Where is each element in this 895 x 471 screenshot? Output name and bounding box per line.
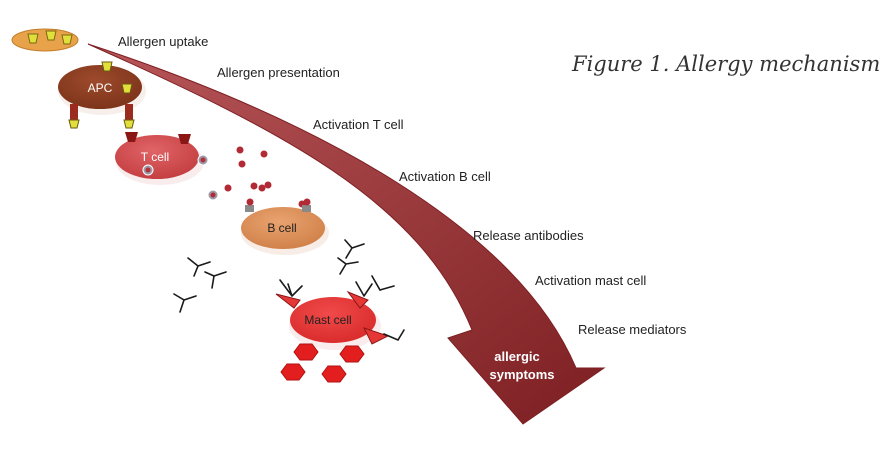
- b-cell: B cell: [241, 198, 329, 255]
- allergen-particle: [11, 28, 79, 52]
- t-cell-label: T cell: [141, 150, 169, 164]
- step-label-release-mediators: Release mediators: [578, 322, 687, 337]
- process-arrow: [87, 43, 606, 425]
- t-cell: T cell: [115, 132, 209, 185]
- cytokine-dots: [207, 146, 306, 208]
- mast-cell: Mast cell: [275, 275, 405, 350]
- step-label-activation-mast-cell: Activation mast cell: [535, 273, 647, 288]
- outcome-line-1: allergic: [494, 349, 540, 364]
- outcome-line-2: symptoms: [489, 367, 554, 382]
- step-label-activation-t-cell: Activation T cell: [313, 117, 404, 132]
- step-label-activation-b-cell: Activation B cell: [399, 169, 491, 184]
- b-cell-label: B cell: [267, 221, 296, 235]
- mast-cell-label: Mast cell: [304, 313, 351, 327]
- figure-title: Figure 1. Allergy mechanism: [572, 52, 881, 76]
- mediators: [280, 343, 365, 383]
- step-label-release-antibodies: Release antibodies: [473, 228, 584, 243]
- apc-label: APC: [88, 81, 113, 95]
- step-label-allergen-uptake: Allergen uptake: [118, 34, 209, 49]
- apc-cell: APC: [58, 61, 146, 129]
- antibodies: [173, 239, 365, 313]
- step-label-allergen-presentation: Allergen presentation: [217, 65, 340, 80]
